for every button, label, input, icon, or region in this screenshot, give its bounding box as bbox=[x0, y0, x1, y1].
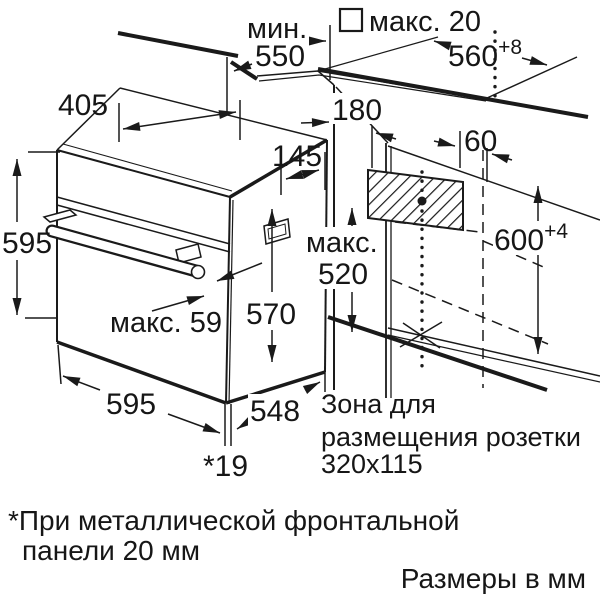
dimension-arrows bbox=[12, 36, 548, 434]
label-backers bbox=[103, 93, 573, 428]
dim-60: 60 bbox=[464, 125, 497, 158]
dim-max59: макс. 59 bbox=[110, 307, 222, 339]
dim-600: 600+4 bbox=[494, 220, 568, 257]
dim-405: 405 bbox=[58, 89, 108, 122]
socket-zone bbox=[367, 168, 464, 232]
dim-548: 548 bbox=[250, 395, 300, 428]
oven-side-bottom-edge bbox=[225, 370, 326, 405]
dim-max20: макс. 20 bbox=[369, 6, 481, 38]
dotted-reference-lines bbox=[420, 30, 497, 376]
socket-zone-line1: Зона для bbox=[321, 389, 436, 419]
oven-front-bottom-edge bbox=[56, 340, 227, 405]
dim-570: 570 bbox=[246, 298, 296, 331]
dim-595-left: 595 bbox=[2, 227, 52, 260]
oven-front-top-edge bbox=[56, 149, 231, 198]
oven-handle bbox=[42, 209, 206, 280]
dim-max520-word: макс. bbox=[306, 227, 378, 259]
footnotes: *При металлической фронтальной панели 20… bbox=[8, 505, 586, 594]
dimension-ticks bbox=[25, 25, 488, 446]
cabinet-bottom-edge bbox=[327, 315, 548, 392]
socket-point-marker bbox=[417, 196, 427, 206]
square-symbol-icon bbox=[338, 7, 364, 33]
dim-max520-value: 520 bbox=[318, 258, 368, 291]
dim-145: 145 bbox=[272, 140, 322, 173]
footnote-line2: панели 20 мм bbox=[22, 535, 200, 566]
dim-19: *19 bbox=[203, 450, 248, 483]
dim-560: 560+8 bbox=[448, 36, 522, 73]
socket-zone-line3: 320x115 bbox=[321, 449, 423, 479]
oven-front-right-edge bbox=[225, 196, 231, 404]
dim-min550-value: 550 bbox=[255, 40, 305, 73]
footnote-line1: *При металлической фронтальной bbox=[8, 505, 459, 536]
units-note: Размеры в мм bbox=[401, 563, 586, 594]
oven-side-top-edge bbox=[229, 138, 328, 199]
dim-min550-word: мин. bbox=[247, 13, 307, 45]
socket-zone-line2: размещения розетки bbox=[321, 422, 581, 452]
dimension-labels: 405 мин. 550 макс. 20 560+8 180 60 145 5… bbox=[2, 6, 568, 483]
socket-zone-hatched-area bbox=[367, 168, 464, 232]
dim-595-bottom: 595 bbox=[106, 388, 156, 421]
worktop-edge-left bbox=[117, 31, 239, 58]
socket-zone-note: Зона для размещения розетки 320x115 bbox=[321, 389, 581, 479]
dim-180: 180 bbox=[332, 94, 382, 127]
cabinet-structure bbox=[117, 31, 600, 398]
